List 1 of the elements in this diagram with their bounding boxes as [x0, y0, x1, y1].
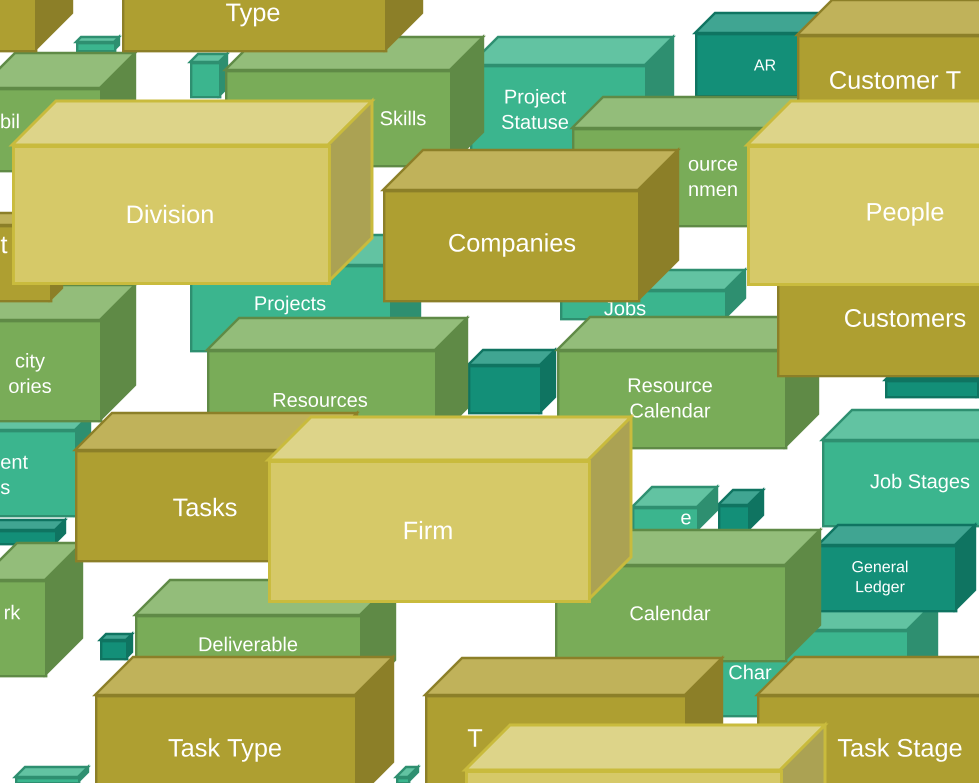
node-label: e [681, 514, 691, 524]
